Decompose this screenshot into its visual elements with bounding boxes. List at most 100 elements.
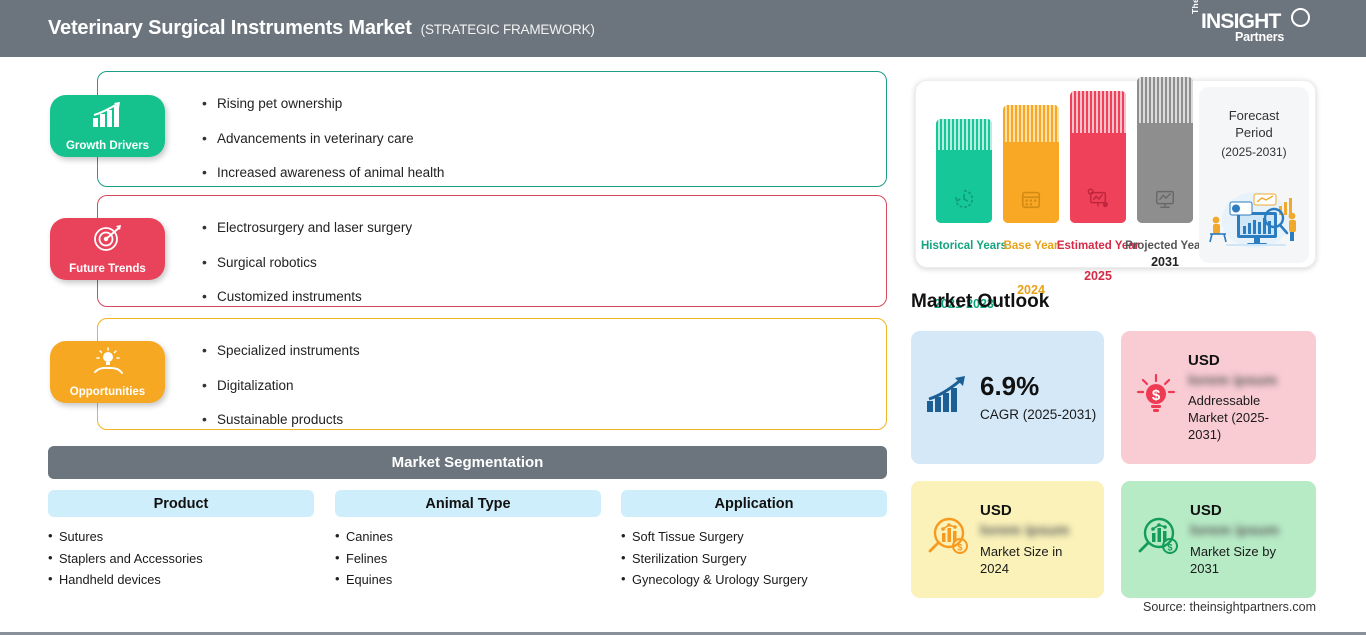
outlook-card-cagr: 6.9% CAGR (2025-2031) [911,331,1104,464]
calendar-icon [1020,188,1042,215]
svg-text:$: $ [957,543,962,553]
bar-year-label: 2025 [1084,269,1112,283]
cagr-text-block: 6.9% CAGR (2025-2031) [980,373,1096,422]
bar-year-label: 2021-2023 [934,297,994,311]
bar-category-label: Projected Year [1125,240,1205,252]
list-item: Sustainable products [202,412,886,427]
segmentation-column-application: Application Soft Tissue Surgery Steriliz… [621,490,887,595]
magnifier-chart-dollar-icon: $ [925,516,969,563]
list-item: Handheld devices [48,572,314,588]
lightbulb-dollar-icon: $ [1135,373,1177,422]
badge-growth-drivers[interactable]: Growth Drivers [50,95,165,157]
strategy-panel-growth-drivers: Rising pet ownership Advancements in vet… [97,71,887,187]
segmentation-column-title: Animal Type [335,490,601,517]
badge-opportunities[interactable]: Opportunities [50,341,165,403]
future-trends-list: Electrosurgery and laser surgery Surgica… [98,196,886,304]
segmentation-column-title: Product [48,490,314,517]
growth-drivers-list: Rising pet ownership Advancements in vet… [98,72,886,180]
list-item: Canines [335,529,601,545]
market-size-2024-text-block: USD lorem ipsum Market Size in 2024 [980,502,1092,577]
clock-history-icon [953,188,975,215]
outlook-card-addressable-market: $ USD lorem ipsum Addressable Market (20… [1121,331,1316,464]
card-label: Market Size in 2024 [980,543,1063,576]
list-item: Digitalization [202,378,886,393]
opportunities-list: Specialized instruments Digitalization S… [98,319,886,427]
insight-partners-logo: The INSIGHT Partners [1190,0,1310,50]
badge-future-trends[interactable]: Future Trends [50,218,165,280]
list-item: Increased awareness of animal health [202,165,886,180]
forecast-period-chart: 2021-2023 Historical Years 2024 [915,77,1316,311]
outlook-card-market-size-2024: $ USD lorem ipsum Market Size in 2024 [911,481,1104,598]
list-item: Electrosurgery and laser surgery [202,220,886,235]
list-item: Rising pet ownership [202,96,886,111]
segmentation-column-product: Product Sutures Staplers and Accessories… [48,490,314,595]
bar-chart-arrow-icon [925,375,969,420]
magnifier-chart-dollar-icon: $ [1135,516,1179,563]
list-item: Staplers and Accessories [48,551,314,567]
svg-text:$: $ [1167,543,1172,553]
list-item: Equines [335,572,601,588]
segmentation-list: Soft Tissue Surgery Sterilization Surger… [621,529,887,588]
forecast-period-range: (2025-2031) [1221,145,1287,159]
market-segmentation-header: Market Segmentation [48,446,887,479]
cagr-value: 6.9% [980,371,1040,401]
logo-circle-icon [1291,8,1310,27]
segmentation-column-title: Application [621,490,887,517]
forecast-period-title: Forecast Period [1229,107,1280,141]
bar-category-label: Base Year [1003,240,1059,252]
list-item: Sterilization Surgery [621,551,887,567]
forecast-period-panel: Forecast Period (2025-2031) [1199,87,1309,263]
list-item: Felines [335,551,601,567]
bar-category-label: Estimated Year [1056,240,1140,252]
source-attribution: Source: theinsightpartners.com [1142,600,1316,614]
badge-label: Opportunities [69,385,146,398]
addressable-market-text-block: USD lorem ipsum Addressable Market (2025… [1188,352,1300,444]
data-analysis-illustration [1202,186,1306,257]
page-title-text: Veterinary Surgical Instruments Market [48,17,412,39]
strategy-panel-future-trends: Electrosurgery and laser surgery Surgica… [97,195,887,307]
segmentation-list: Sutures Staplers and Accessories Handhel… [48,529,314,588]
list-item: Sutures [48,529,314,545]
list-item: Advancements in veterinary care [202,131,886,146]
lightbulb-hand-icon [91,347,125,382]
amount-value-blurred: lorem ipsum [1188,371,1278,389]
currency-label: USD [980,502,1012,520]
badge-label: Growth Drivers [65,139,150,152]
list-item: Customized instruments [202,289,886,304]
segmentation-list: Canines Felines Equines [335,529,601,588]
forecast-chart-icon [1086,188,1110,215]
list-item: Gynecology & Urology Surgery [621,572,887,588]
badge-label: Future Trends [69,262,146,275]
card-label: Market Size by 2031 [1190,543,1276,576]
page-title: Veterinary Surgical Instruments Market (S… [48,17,595,40]
list-item: Soft Tissue Surgery [621,529,887,545]
market-size-2031-text-block: USD lorem ipsum Market Size by 2031 [1190,502,1302,577]
page-subtitle-text: (STRATEGIC FRAMEWORK) [420,22,595,37]
market-outlook-title: Market Outlook [911,291,1050,312]
outlook-card-market-size-2031: $ USD lorem ipsum Market Size by 2031 [1121,481,1316,598]
currency-label: USD [1190,502,1222,520]
segmentation-column-animal-type: Animal Type Canines Felines Equines [335,490,601,595]
cagr-label: CAGR (2025-2031) [980,407,1097,422]
target-dart-icon [92,224,124,257]
forecast-title-line2: Period [1235,125,1273,140]
bar-chart-growth-icon [91,101,125,134]
market-segmentation-title: Market Segmentation [391,454,544,471]
bar-year-label: 2024 [1017,283,1045,297]
amount-value-blurred: lorem ipsum [1190,522,1280,540]
logo-partners-text: Partners [1235,30,1285,44]
logo-the-text: The [1190,0,1200,14]
page-header: Veterinary Surgical Instruments Market (S… [0,0,1366,57]
svg-text:$: $ [1152,387,1161,404]
strategy-panel-opportunities: Specialized instruments Digitalization S… [97,318,887,430]
forecast-title-line1: Forecast [1228,108,1280,123]
presentation-chart-icon [1153,188,1177,215]
list-item: Specialized instruments [202,343,886,358]
forecast-bars: 2021-2023 Historical Years 2024 [921,77,1205,311]
list-item: Surgical robotics [202,255,886,270]
bar-category-label: Historical Years [920,240,1008,252]
logo-insight-text: INSIGHT [1201,10,1281,33]
amount-value-blurred: lorem ipsum [980,522,1070,540]
card-label: Addressable Market (2025-2031) [1188,393,1269,443]
